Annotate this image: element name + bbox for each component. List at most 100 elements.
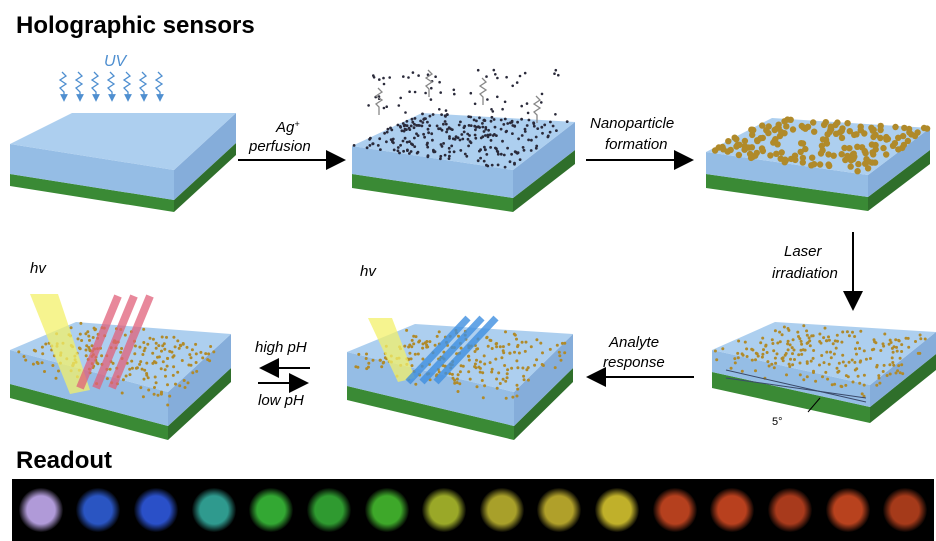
silver-ion-dot — [368, 137, 371, 141]
nanoparticle — [133, 344, 137, 348]
silver-ion-dot — [463, 124, 467, 128]
nanoparticle — [872, 347, 876, 351]
nanoparticle — [172, 365, 176, 369]
nanoparticle — [456, 373, 460, 377]
nanoparticle — [467, 370, 471, 374]
silver-ion-dot — [451, 137, 455, 141]
nanoparticle — [414, 335, 418, 339]
nanoparticle — [840, 385, 844, 389]
nanoparticle — [90, 344, 94, 348]
nanoparticle — [515, 359, 519, 363]
nanoparticle — [367, 361, 371, 365]
response-label: response — [603, 354, 665, 371]
readout-spot — [537, 488, 582, 532]
nanoparticle — [862, 383, 866, 387]
silver-ion-dot — [503, 165, 507, 169]
nanoparticle — [729, 366, 733, 370]
nanoparticle — [490, 347, 494, 350]
nanoparticle — [822, 361, 826, 365]
nanoparticle — [731, 134, 738, 141]
silver-ion-dot — [492, 118, 496, 121]
silver-ion-dot — [490, 108, 493, 111]
silver-ion-dot — [491, 134, 495, 137]
readout-spot — [710, 488, 755, 532]
nanoparticle — [356, 365, 360, 369]
nanoparticle — [754, 369, 757, 373]
nanoparticle — [805, 361, 809, 365]
nanoparticle — [478, 370, 482, 374]
nanoparticle — [824, 370, 828, 374]
nanoparticle — [776, 341, 780, 345]
silver-ion-dot — [456, 136, 460, 140]
nanoparticle — [816, 161, 824, 168]
silver-ion-dot — [461, 137, 465, 141]
nanoparticle — [533, 363, 537, 367]
nanoparticle — [135, 366, 139, 370]
nanoparticle — [84, 354, 88, 358]
nanoparticle — [859, 329, 863, 333]
reflected-blue-beam — [433, 315, 499, 385]
nanoparticle — [516, 345, 519, 349]
nanoparticle — [878, 381, 882, 385]
nanoparticle — [853, 335, 857, 338]
silver-ion-dot — [484, 148, 487, 152]
silver-ion-dot — [534, 146, 538, 150]
silver-ion-dot — [515, 151, 519, 155]
nanoparticle — [494, 357, 498, 361]
silver-ion-dot — [424, 91, 427, 95]
silver-ion-dot — [385, 105, 389, 108]
silver-ion-dot — [469, 115, 473, 119]
nanoparticle — [834, 119, 841, 126]
nanoparticle — [783, 353, 787, 357]
silver-ion-dot — [413, 117, 417, 120]
ion-squiggle-icons — [374, 69, 542, 123]
nanoparticle — [504, 379, 508, 383]
angle-label: 5° — [772, 416, 783, 428]
silver-ion-dot — [523, 130, 527, 133]
nanoparticle — [145, 373, 149, 377]
nanoparticle — [410, 364, 414, 368]
nanoparticle — [800, 352, 804, 356]
nanoparticle — [875, 363, 879, 367]
nanoparticle — [87, 346, 91, 349]
nanoparticle — [473, 362, 477, 366]
nanoparticle — [495, 386, 499, 390]
nanoparticle — [771, 342, 775, 345]
nanoparticle — [919, 337, 923, 341]
silver-ion-dot — [409, 150, 413, 153]
nanoparticle — [488, 361, 492, 365]
nanoparticle — [810, 334, 814, 338]
nanoparticle — [459, 346, 463, 350]
silver-ion-dot — [398, 151, 401, 155]
silver-ion-dot — [473, 133, 477, 137]
silver-ion-dot — [554, 113, 557, 116]
nanoparticle — [421, 357, 425, 361]
nanoparticle — [513, 350, 516, 354]
silver-ion-dot — [438, 80, 441, 84]
nanoparticle — [819, 136, 827, 143]
silver-ion-dot — [444, 122, 448, 126]
nanoparticle — [778, 340, 782, 344]
nanoparticle — [555, 343, 559, 347]
nanoparticle — [456, 390, 460, 393]
silver-ion-dot — [421, 121, 425, 124]
silver-ion-dot — [532, 122, 536, 125]
silver-ion-dot — [419, 119, 422, 123]
silver-ion-dot — [476, 159, 480, 163]
nanoparticle — [743, 340, 747, 344]
nanoparticle — [408, 351, 412, 355]
nanoparticle — [740, 352, 744, 356]
nanoparticle — [829, 356, 833, 360]
nanoparticle — [883, 151, 890, 158]
reflected-blue-beam — [405, 315, 471, 385]
substrate-side — [168, 368, 231, 440]
silver-ion-dot — [511, 84, 514, 88]
nanoparticle — [459, 364, 463, 368]
nanoparticle — [475, 358, 478, 362]
silver-ion-dot — [513, 150, 517, 154]
nanoparticle — [817, 150, 825, 157]
nanoparticle — [161, 360, 165, 364]
silver-ion-dot — [426, 120, 429, 124]
silver-ion-dot — [411, 120, 415, 124]
nanoparticle — [154, 381, 158, 385]
